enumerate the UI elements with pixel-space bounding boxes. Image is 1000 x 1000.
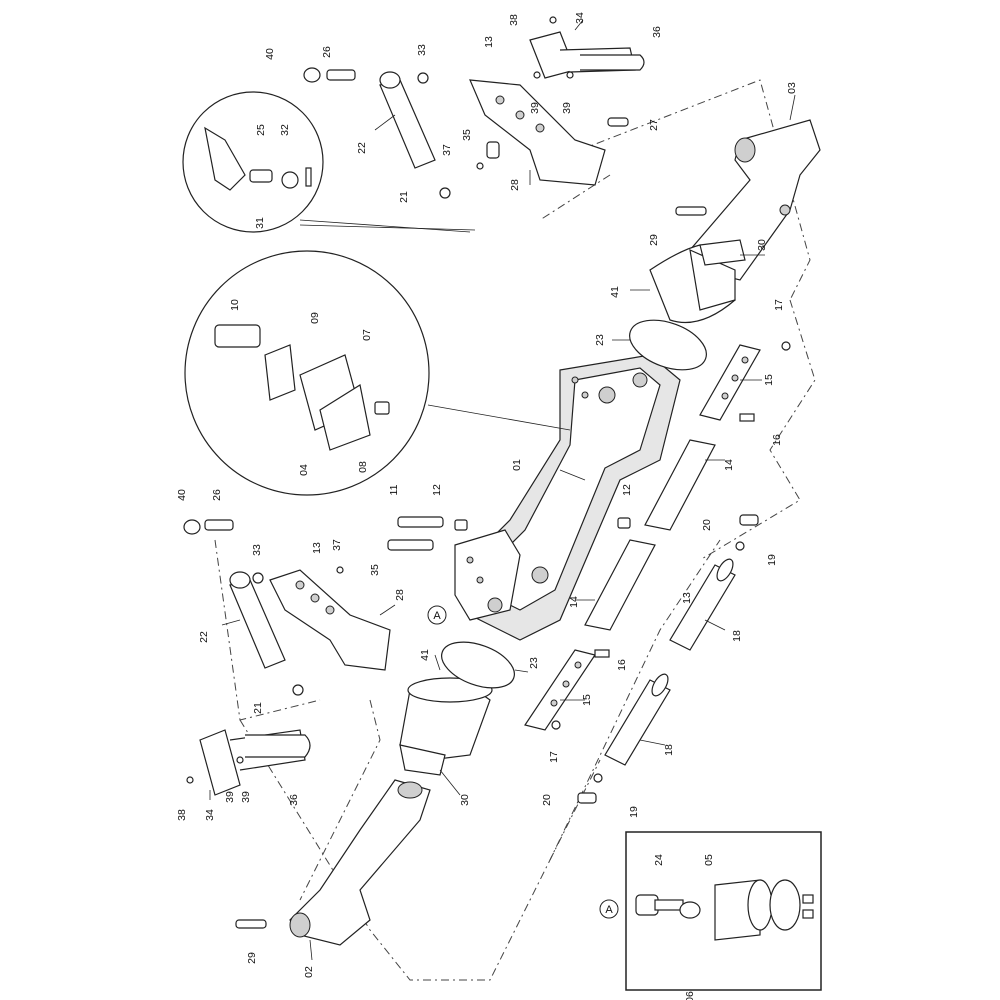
lower-arm-part-02 <box>289 779 431 961</box>
callout-35: 35 <box>461 129 473 141</box>
callout-07: 07 <box>361 329 373 341</box>
hyd-cylinder-lower-part-22 <box>221 571 286 669</box>
callout-33: 33 <box>251 544 263 556</box>
callout-41: 41 <box>609 286 621 298</box>
callout-13: 13 <box>311 542 323 554</box>
callout-05: 05 <box>703 854 715 866</box>
callout-16: 16 <box>771 434 783 446</box>
callout-40: 40 <box>176 489 188 501</box>
callout-15: 15 <box>581 694 593 706</box>
callout-22: 22 <box>356 142 368 154</box>
callout-23: 23 <box>594 334 606 346</box>
callout-28: 28 <box>509 179 521 191</box>
detail-circle-ball-joint <box>182 91 476 233</box>
callout-16: 16 <box>616 659 628 671</box>
callout-39: 39 <box>529 102 541 114</box>
callout-31: 31 <box>254 217 266 229</box>
callout-14: 14 <box>723 459 735 471</box>
assembly-boundary <box>214 79 816 981</box>
callout-21: 21 <box>252 702 264 714</box>
link-upper-part-15 <box>699 344 762 421</box>
callout-14: 14 <box>568 596 580 608</box>
callout-23: 23 <box>528 657 540 669</box>
callout-37: 37 <box>331 539 343 551</box>
callout-36: 36 <box>651 26 663 38</box>
reference-badge-inset: A <box>599 899 619 919</box>
callout-15: 15 <box>763 374 775 386</box>
cylinder-lower-part-18 <box>604 673 671 766</box>
callout-03: 03 <box>786 82 798 94</box>
main-frame-part-01 <box>454 354 681 641</box>
cylinder-upper-part-18 <box>669 558 736 651</box>
callout-25: 25 <box>255 124 267 136</box>
callout-02: 02 <box>303 966 315 978</box>
callout-38: 38 <box>176 809 188 821</box>
guide-upper-part-14 <box>644 439 725 531</box>
callout-10: 10 <box>229 299 241 311</box>
inset-detail-A <box>625 831 822 991</box>
reference-badge-main-label: A <box>433 610 441 622</box>
callout-30: 30 <box>756 239 768 251</box>
callout-40: 40 <box>264 48 276 60</box>
reference-badge-main: A <box>427 605 447 625</box>
callout-26: 26 <box>321 46 333 58</box>
reference-badge-inset-label: A <box>605 904 613 916</box>
callout-34: 34 <box>204 809 216 821</box>
small-parts <box>183 16 791 929</box>
callout-21: 21 <box>398 191 410 203</box>
clamp-lower-part-23 <box>441 641 529 689</box>
callout-20: 20 <box>701 519 713 531</box>
callout-29: 29 <box>246 952 258 964</box>
bracket-lower-part-28 <box>269 569 396 671</box>
detail-circle-bearing <box>184 250 571 496</box>
callout-18: 18 <box>731 630 743 642</box>
callout-01: 01 <box>511 459 523 471</box>
upper-arm-part-03 <box>689 94 821 281</box>
callout-32: 32 <box>279 124 291 136</box>
hyd-cylinder-upper-part-22 <box>374 71 436 169</box>
ring-lower-part-30 <box>399 744 461 796</box>
callout-17: 17 <box>548 751 560 763</box>
callout-29: 29 <box>648 234 660 246</box>
callout-35: 35 <box>369 564 381 576</box>
callout-09: 09 <box>309 312 321 324</box>
callout-37: 37 <box>441 144 453 156</box>
callout-13: 13 <box>483 36 495 48</box>
callout-12: 12 <box>431 484 443 496</box>
callout-20: 20 <box>541 794 553 806</box>
callout-08: 08 <box>357 461 369 473</box>
callout-38: 38 <box>508 14 520 26</box>
link-lower-part-15 <box>524 649 596 731</box>
callout-22: 22 <box>198 631 210 643</box>
callout-19: 19 <box>766 554 778 566</box>
callout-36: 36 <box>288 794 300 806</box>
callout-19: 19 <box>628 806 640 818</box>
guide-lower-part-14 <box>575 539 656 631</box>
callout-labels: 01 02 03 04 05 06 07 08 09 10 11 12 12 13 13 13 14 14 15 15… <box>176 12 798 1000</box>
cone-cover-upper-part-41 <box>630 244 736 324</box>
callout-11: 11 <box>388 484 400 495</box>
bracket-upper-part-28 <box>469 79 606 186</box>
callout-27: 27 <box>648 119 660 131</box>
callout-41: 41 <box>419 649 431 661</box>
callout-28: 28 <box>394 589 406 601</box>
callout-24: 24 <box>653 854 665 866</box>
ring-upper-part-30 <box>699 239 765 266</box>
callout-33: 33 <box>416 44 428 56</box>
clamp-upper-part-23 <box>612 319 707 371</box>
callout-13: 13 <box>681 592 693 604</box>
callout-17: 17 <box>773 299 785 311</box>
callout-04: 04 <box>298 464 310 476</box>
callout-18: 18 <box>663 744 675 756</box>
callout-30: 30 <box>459 794 471 806</box>
callout-39: 39 <box>224 791 236 803</box>
callout-34: 34 <box>574 12 586 24</box>
callout-12: 12 <box>621 484 633 496</box>
callout-39: 39 <box>561 102 573 114</box>
callout-06: 06 <box>684 991 696 1000</box>
callout-39: 39 <box>240 791 252 803</box>
callout-26: 26 <box>211 489 223 501</box>
cone-cover-lower-part-41 <box>399 654 493 761</box>
